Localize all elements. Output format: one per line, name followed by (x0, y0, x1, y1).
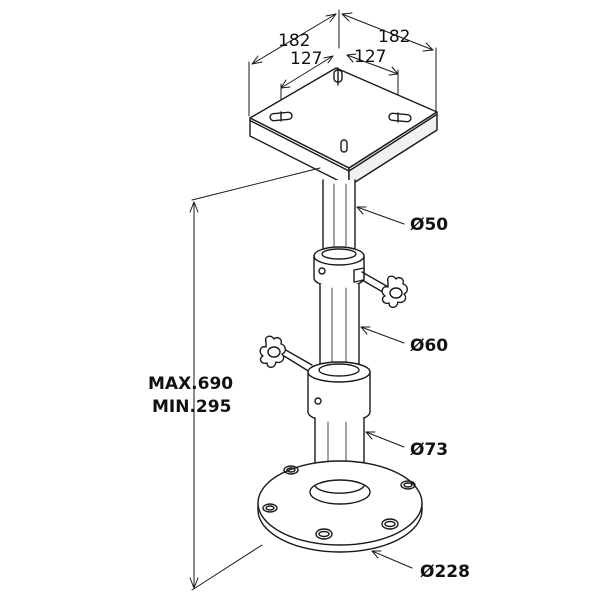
base-bolt-holes (262, 465, 416, 540)
plate-slot-left (269, 111, 293, 122)
upper-knob (361, 271, 408, 309)
plate-slot-front (340, 139, 348, 153)
base-flange (257, 460, 423, 553)
base-diameter-label: Ø228 (420, 562, 470, 582)
lower-knob (259, 335, 313, 373)
hole-spacing-left-label: 127 (290, 49, 322, 69)
plate-slot-back (333, 67, 343, 86)
hole-spacing-right-label: 127 (354, 47, 386, 67)
height-max-label: MAX.690 (148, 374, 233, 394)
middle-tube-diameter-label: Ø60 (410, 336, 448, 356)
lower-tube-diameter-label: Ø73 (410, 440, 448, 460)
middle-tube (319, 283, 360, 365)
plate-width-left-label: 182 (278, 31, 310, 51)
lower-collar (307, 361, 371, 423)
height-min-label: MIN.295 (152, 397, 231, 417)
height-dimension-lines (189, 167, 321, 591)
leader-lines (356, 206, 413, 569)
plate-slot-right (388, 112, 412, 123)
upper-collar (313, 246, 365, 288)
upper-tube-diameter-label: Ø50 (410, 215, 448, 235)
plate-width-right-label: 182 (378, 27, 410, 47)
